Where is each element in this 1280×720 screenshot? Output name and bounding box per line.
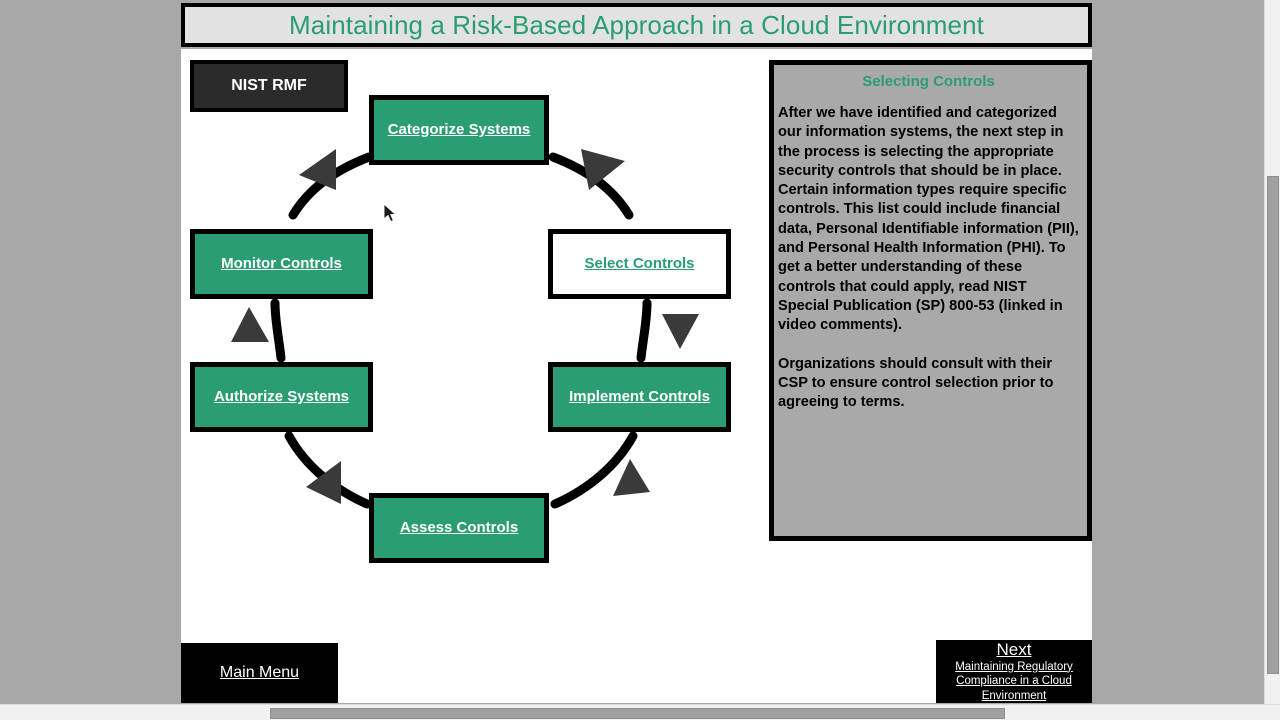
edge-select-to-implement — [636, 298, 652, 363]
rmf-cycle-diagram: Categorize Systems Select Controls Imple… — [181, 49, 781, 649]
next-button[interactable]: Next Maintaining Regulatory Compliance i… — [936, 640, 1092, 703]
cycle-node-monitor-controls[interactable]: Monitor Controls — [190, 229, 373, 299]
cycle-node-label: Categorize Systems — [387, 120, 531, 138]
main-menu-button[interactable]: Main Menu — [181, 643, 338, 703]
arrowhead-assess-to-authorize — [306, 461, 341, 504]
info-panel-paragraph: Organizations should consult with their … — [778, 355, 1054, 411]
edge-categorize-to-select — [548, 152, 634, 220]
slide-canvas: NIST RMF — [181, 49, 1092, 703]
nist-rmf-badge: NIST RMF — [190, 60, 348, 112]
cycle-node-label: Monitor Controls — [221, 254, 342, 272]
edge-authorize-to-monitor — [270, 298, 286, 363]
next-button-subtitle: Maintaining Regulatory Compliance in a C… — [955, 660, 1073, 702]
info-panel-paragraph: After we have identified and categorized… — [778, 105, 1079, 334]
edge-implement-to-assess — [550, 431, 638, 509]
horizontal-scrollbar-thumb[interactable] — [270, 708, 1005, 719]
next-button-label: Next — [996, 639, 1032, 659]
cycle-node-label: Authorize Systems — [213, 387, 350, 405]
cycle-node-authorize-systems[interactable]: Authorize Systems — [190, 362, 373, 432]
vertical-scrollbar-thumb[interactable] — [1267, 176, 1279, 674]
info-panel-heading: Selecting Controls — [862, 73, 995, 90]
edge-monitor-to-categorize — [288, 152, 374, 220]
horizontal-scrollbar[interactable] — [0, 704, 1280, 720]
cycle-node-select-controls[interactable]: Select Controls — [548, 229, 731, 299]
arrowhead-authorize-to-monitor — [231, 307, 269, 342]
vertical-scrollbar[interactable] — [1264, 0, 1280, 704]
cycle-node-label: Select Controls — [584, 254, 695, 272]
cycle-node-implement-controls[interactable]: Implement Controls — [548, 362, 731, 432]
cycle-node-label: Assess Controls — [399, 518, 519, 536]
cycle-node-assess-controls[interactable]: Assess Controls — [369, 493, 549, 563]
arrowhead-monitor-to-categorize — [299, 149, 336, 190]
main-menu-button-label: Main Menu — [219, 664, 300, 681]
cycle-node-label: Implement Controls — [569, 387, 710, 405]
nist-rmf-badge-label: NIST RMF — [231, 77, 307, 94]
arrowhead-categorize-to-select — [581, 149, 625, 190]
edge-assess-to-authorize — [284, 431, 372, 509]
page-title: Maintaining a Risk-Based Approach in a C… — [289, 9, 984, 40]
cycle-node-categorize-systems[interactable]: Categorize Systems — [369, 95, 549, 165]
slide-title-bar: Maintaining a Risk-Based Approach in a C… — [181, 3, 1092, 47]
arrowhead-implement-to-assess — [613, 459, 650, 496]
info-panel: Selecting Controls After we have identif… — [769, 60, 1092, 541]
arrowhead-select-to-implement — [662, 314, 699, 349]
